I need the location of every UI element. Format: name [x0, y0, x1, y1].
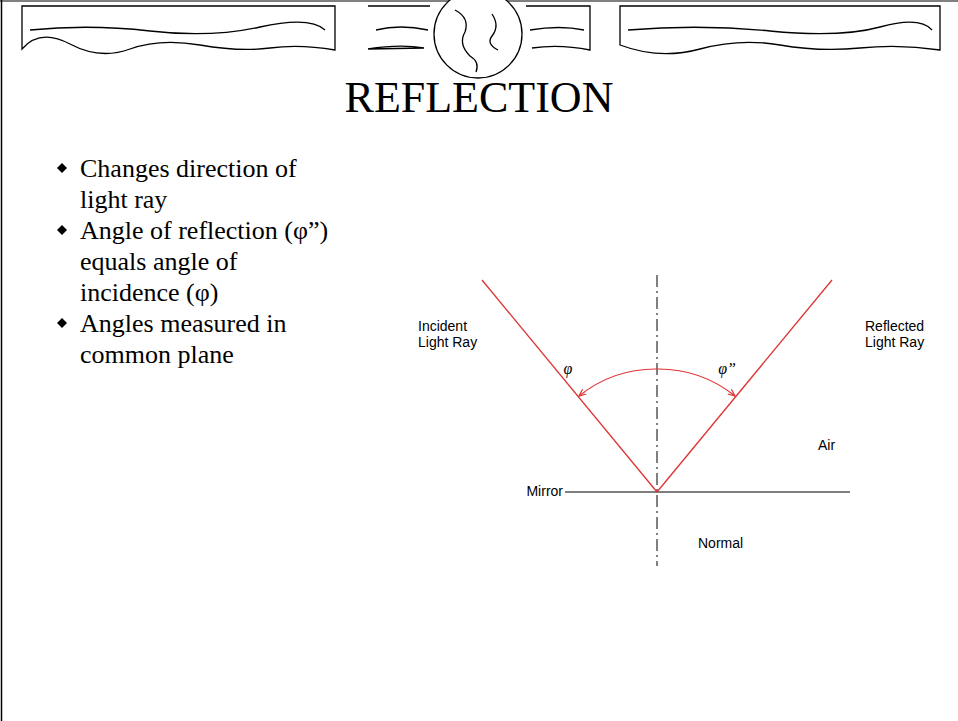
ray-label: Incident Light Ray	[418, 318, 488, 350]
bullet-text: Changes direction of light ray	[80, 153, 335, 215]
reflected-ray	[657, 280, 832, 492]
medium-label: Air	[818, 437, 835, 453]
ray-label: Reflected Light Ray	[865, 318, 945, 350]
normal-line	[657, 275, 658, 566]
angle-symbol: φ	[564, 360, 573, 378]
angle-symbol: φ”	[718, 360, 736, 378]
mirror-label: Mirror	[526, 483, 563, 499]
header-banners	[22, 0, 940, 78]
slide-title: REFLECTION	[345, 72, 614, 123]
normal-label: Normal	[698, 535, 743, 551]
incident-ray	[482, 280, 657, 492]
frame-line	[1, 0, 3, 721]
bullet-text: Angle of reflection (φ”) equals angle of…	[80, 215, 335, 308]
bullet-marks	[57, 163, 67, 328]
bullet-text: Angles measured in common plane	[80, 308, 335, 370]
mirror-line	[565, 492, 850, 493]
angle-arc	[579, 369, 657, 396]
